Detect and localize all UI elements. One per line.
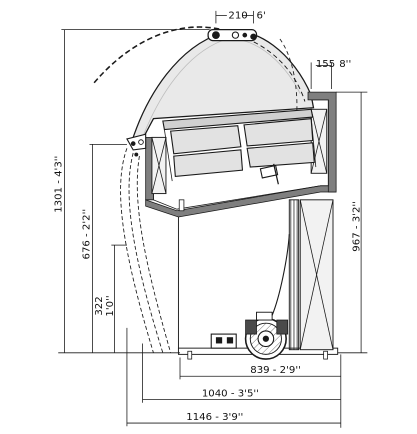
dim-top-depth-imperial: 8'' bbox=[339, 59, 351, 70]
dim-width-total: 1146 - 3'9'' bbox=[186, 412, 243, 423]
product-trays bbox=[162, 108, 317, 182]
compressor bbox=[244, 234, 290, 360]
dim-side-height: 967 - 3'2'' bbox=[352, 201, 363, 252]
condenser-coil bbox=[288, 199, 300, 351]
dim-top-width-imperial: 6' bbox=[257, 11, 266, 22]
evaporator-fan bbox=[259, 163, 279, 185]
canopy-open-position-left bbox=[93, 26, 223, 84]
front-swing-outlines bbox=[120, 148, 172, 353]
dim-top-width: 210 bbox=[228, 11, 247, 22]
dim-overall-height: 1301 - 4'3'' bbox=[53, 156, 64, 213]
dim-width-mid: 1040 - 3'5'' bbox=[202, 389, 259, 400]
curved-glass-canopy bbox=[93, 26, 315, 143]
dim-base-height-imperial: 1'0'' bbox=[105, 295, 116, 316]
machine-compartment bbox=[177, 199, 339, 360]
dim-front-height: 676 - 2'2'' bbox=[81, 209, 92, 260]
dim-top-depth: 155 bbox=[316, 59, 335, 70]
dim-width-inner: 839 - 2'9'' bbox=[250, 365, 301, 376]
dimension-lines bbox=[58, 10, 368, 428]
dim-base-height-metric: 322 bbox=[94, 296, 105, 315]
